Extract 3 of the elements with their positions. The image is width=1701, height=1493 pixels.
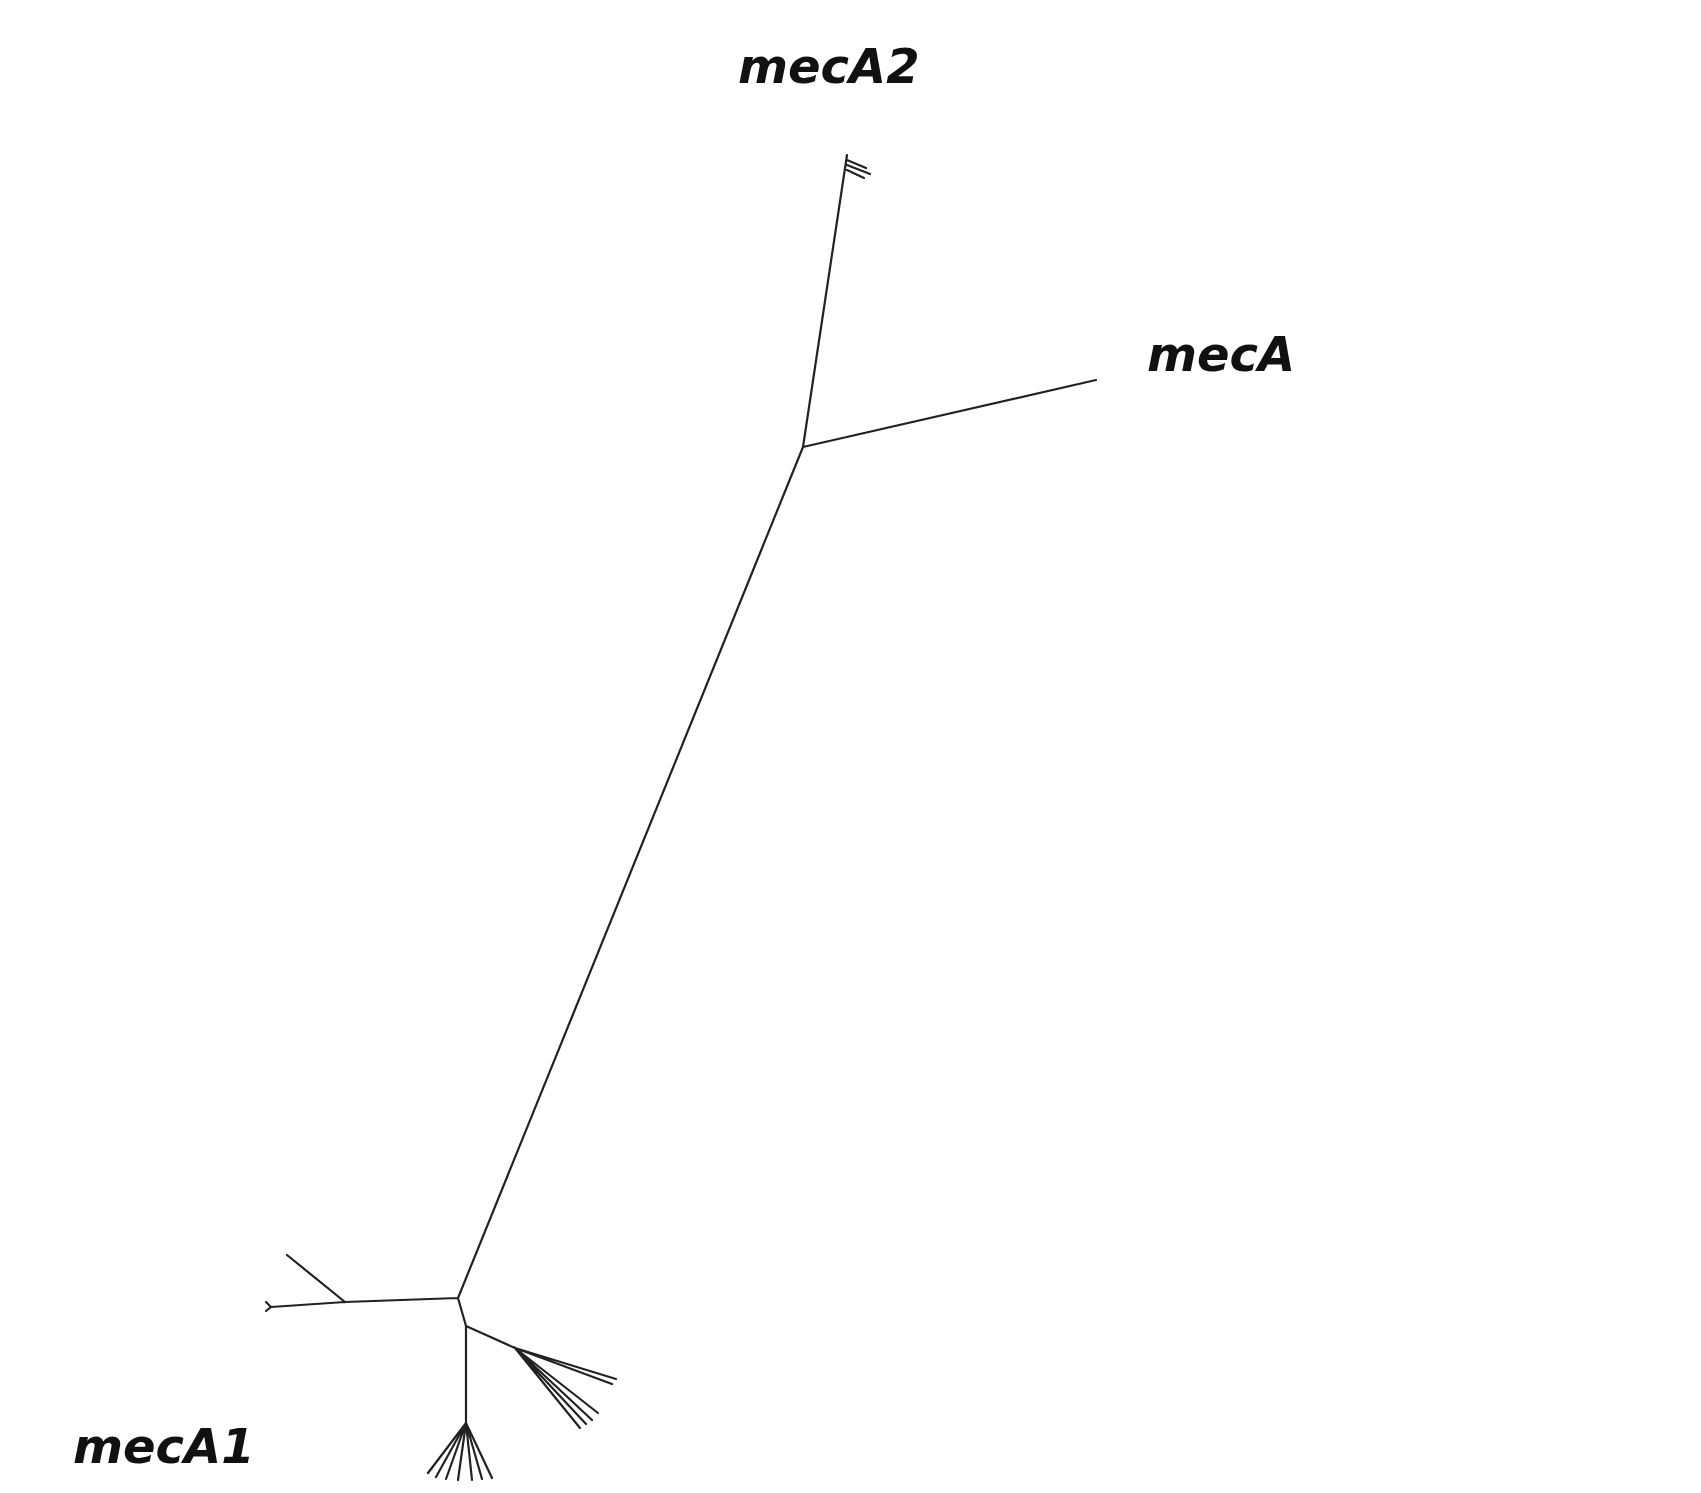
clade-label: mecA1 [73,1418,255,1474]
clade-label: mecA [1147,326,1296,382]
clade-label: mecA2 [738,38,920,94]
